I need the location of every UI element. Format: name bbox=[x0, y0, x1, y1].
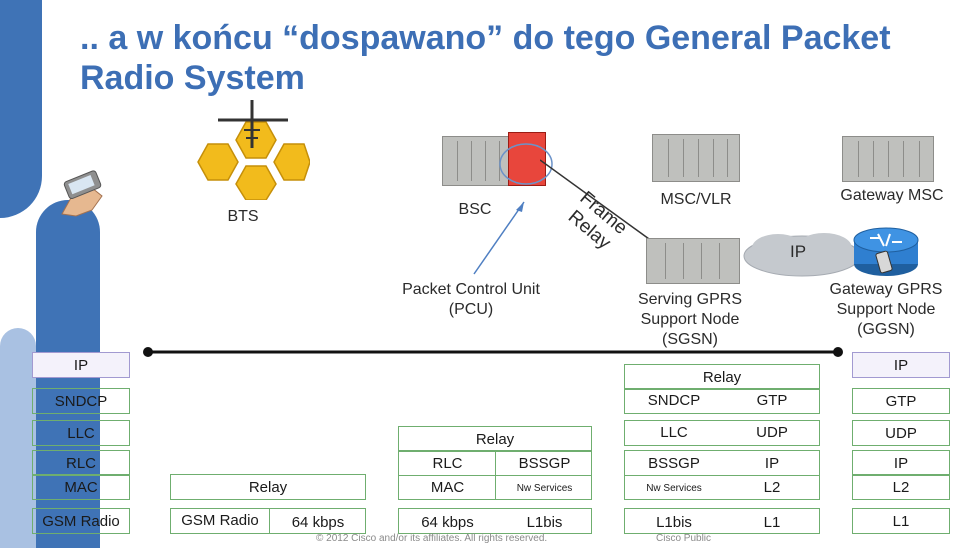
gateway-msc-label: Gateway MSC bbox=[840, 187, 944, 204]
ggsn-ip-transport-layer: IP bbox=[852, 450, 950, 476]
ggsn-gtp-layer: GTP bbox=[852, 388, 950, 414]
pcu-label: Packet Control Unit (PCU) bbox=[402, 281, 540, 318]
sgsn-gtp: GTP bbox=[756, 392, 788, 409]
bsc-relay-layer: Relay bbox=[398, 426, 592, 452]
sgsn-sndcp-gtp-layer: SNDCP GTP bbox=[624, 388, 820, 414]
ggsn-label: Gateway GPRS Support Node (GGSN) bbox=[829, 281, 943, 338]
sgsn-physical-layer: L1bis L1 bbox=[624, 508, 820, 534]
left-accent-bar bbox=[0, 0, 42, 218]
slide-title: .. a w końcu “dospawano” do tego General… bbox=[80, 19, 891, 97]
pcu-pointer-arrow bbox=[473, 143, 553, 275]
ggsn-l1-layer: L1 bbox=[852, 508, 950, 534]
classification-footer: Cisco Public bbox=[656, 533, 712, 544]
ms-sndcp-layer: SNDCP bbox=[32, 388, 130, 414]
sgsn-llc-udp-layer: LLC UDP bbox=[624, 420, 820, 446]
sgsn-l1bis: L1bis bbox=[656, 514, 692, 531]
bsc-lower-layers: RLC BSSGP MAC Nw Services bbox=[398, 450, 592, 500]
ms-gsm-radio-layer: GSM Radio bbox=[32, 508, 130, 534]
bts-cells-icon bbox=[197, 100, 310, 200]
sgsn-rack-icon bbox=[646, 238, 740, 284]
bsc-label: BSC bbox=[458, 201, 492, 218]
sgsn-l1: L1 bbox=[763, 514, 781, 531]
sgsn-relay-layer: Relay bbox=[624, 364, 820, 390]
sgsn-lower-layers: BSSGP IP Nw Services L2 bbox=[624, 450, 820, 500]
ms-ip-layer: IP bbox=[32, 352, 130, 378]
bsc-physical-layer: 64 kbps L1bis bbox=[398, 508, 592, 534]
left-accent-bar-light bbox=[0, 328, 36, 548]
sgsn-udp: UDP bbox=[756, 424, 788, 441]
bts-gsm-radio: GSM Radio bbox=[181, 512, 259, 529]
end-to-end-ip-line bbox=[143, 347, 843, 357]
sgsn-sndcp: SNDCP bbox=[647, 392, 701, 409]
ggsn-ip-layer: IP bbox=[852, 352, 950, 378]
ggsn-l2-layer: L2 bbox=[852, 474, 950, 500]
bsc-l1bis: L1bis bbox=[526, 514, 563, 531]
bsc-rate: 64 kbps bbox=[421, 514, 474, 531]
frame-relay-link bbox=[540, 159, 657, 245]
ggsn-udp-layer: UDP bbox=[852, 420, 950, 446]
ip-cloud-label: IP bbox=[789, 242, 807, 261]
sgsn-bssgp: BSSGP bbox=[648, 455, 700, 472]
gateway-msc-rack-icon bbox=[842, 136, 934, 182]
ip-cloud-icon bbox=[743, 233, 861, 277]
bsc-nw-services: Nw Services bbox=[516, 483, 573, 494]
sgsn-row-divider bbox=[625, 475, 819, 476]
sgsn-ip: IP bbox=[764, 455, 780, 472]
bts-divider bbox=[269, 509, 270, 533]
bsc-bssgp: BSSGP bbox=[518, 455, 571, 472]
bts-label: BTS bbox=[227, 208, 259, 225]
mobile-phone-hand-icon bbox=[61, 170, 103, 217]
bsc-mac: MAC bbox=[430, 479, 465, 496]
bts-rate: 64 kbps bbox=[291, 514, 345, 531]
sgsn-llc: LLC bbox=[660, 424, 688, 441]
msc-vlr-label: MSC/VLR bbox=[660, 191, 732, 208]
bts-relay-layer: Relay bbox=[170, 474, 366, 500]
sgsn-label: Serving GPRS Support Node (SGSN) bbox=[637, 291, 743, 348]
sgsn-l2: L2 bbox=[763, 479, 781, 496]
msc-vlr-rack-icon bbox=[652, 134, 740, 182]
bsc-rlc: RLC bbox=[432, 455, 463, 472]
bsc-row-divider bbox=[399, 475, 591, 476]
bts-physical-layer: GSM Radio 64 kbps bbox=[170, 508, 366, 534]
ggsn-router-icon bbox=[853, 227, 919, 276]
ms-rlc-layer: RLC bbox=[32, 450, 130, 476]
sgsn-nw-services: Nw Services bbox=[646, 483, 702, 494]
ms-mac-layer: MAC bbox=[32, 474, 130, 500]
copyright-footer: © 2012 Cisco and/or its affiliates. All … bbox=[316, 533, 548, 544]
pcu-module-icon bbox=[508, 132, 546, 186]
ms-llc-layer: LLC bbox=[32, 420, 130, 446]
